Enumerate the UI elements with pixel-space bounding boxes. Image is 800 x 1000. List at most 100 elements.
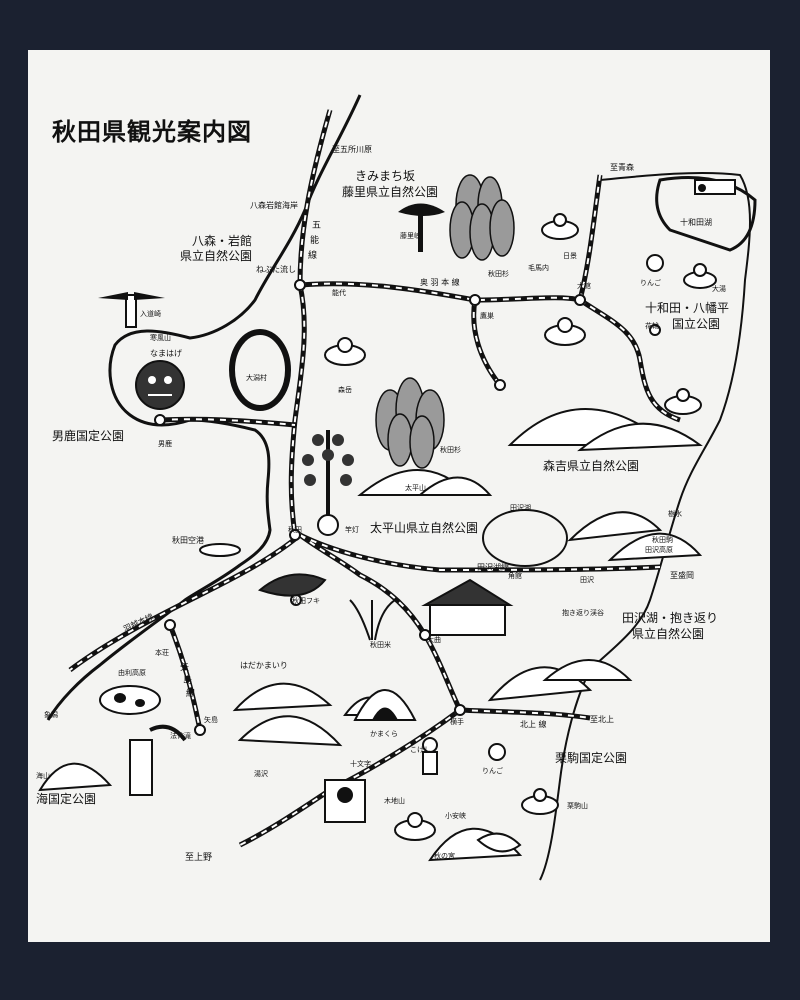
park-hachimori-label-2: 県立自然公園 xyxy=(180,248,252,263)
park-fujisato-label: 藤里県立自然公園 xyxy=(342,184,438,199)
place-label: 大潟村 xyxy=(246,373,267,382)
place-label: 大曲 xyxy=(427,635,441,644)
park-kimimachi-label: きみまち坂 xyxy=(355,169,415,183)
place-label: 奥 羽 本 線 xyxy=(420,277,460,287)
place-label: 象潟 xyxy=(44,710,58,719)
place-label: 湯沢 xyxy=(254,769,268,778)
place-label: 寒風山 xyxy=(150,333,171,342)
place-label: 至五所川原 xyxy=(332,144,372,154)
hills xyxy=(38,408,703,862)
place-label: 田沢高原 xyxy=(645,545,673,554)
place-label: 由利高原 xyxy=(118,668,146,677)
park-hachimori-label: 八森・岩館 xyxy=(192,233,252,248)
place-label: 能代 xyxy=(332,288,346,297)
kokeshi-icon xyxy=(422,737,438,775)
place-label: りんご xyxy=(482,766,503,775)
place-label: 木地山 xyxy=(384,796,405,805)
park-chokai-label: 海国定公園 xyxy=(36,791,96,806)
fish-icon xyxy=(476,832,522,853)
airplane-icon xyxy=(199,543,241,557)
place-label: 秋の宮 xyxy=(434,851,455,860)
place-label: かまくら xyxy=(370,730,398,738)
place-label: 鷹巣 xyxy=(480,311,494,320)
cedar-forest-north xyxy=(449,174,515,261)
park-tazawa-label: 田沢湖・抱き返り xyxy=(622,610,718,625)
park-oga-label: 男鹿国定公園 xyxy=(52,428,124,443)
place-label: 横手 xyxy=(450,717,464,726)
place-label: 十和田湖 xyxy=(680,217,712,227)
place-label: 至上野 xyxy=(185,852,212,863)
place-label: 大館 xyxy=(577,281,591,290)
place-label: 線 xyxy=(186,687,195,699)
place-label: 線 xyxy=(308,249,317,261)
place-label: なまはげ xyxy=(150,349,182,358)
place-label: 太平山 xyxy=(405,483,426,492)
place-label: 八森岩館海岸 xyxy=(250,200,298,210)
place-label: こけし xyxy=(410,746,431,754)
place-label: 秋田米 xyxy=(370,640,391,649)
park-moriyoshi-label: 森吉県立自然公園 xyxy=(543,458,639,473)
place-label: 矢島 xyxy=(204,715,218,724)
place-label: 秋田杉 xyxy=(440,445,461,454)
place-label: 法体滝 xyxy=(170,731,191,740)
map-title: 秋田県観光案内図 xyxy=(52,118,252,146)
coastline xyxy=(46,94,362,721)
park-towada-label-2: 国立公園 xyxy=(672,316,720,331)
ogata-lake xyxy=(229,329,291,411)
park-taiheizan-label: 太平山県立自然公園 xyxy=(370,520,478,535)
place-label: 海山 xyxy=(36,771,50,780)
place-label: 十文字 xyxy=(350,759,371,768)
kamakura-icon xyxy=(353,689,417,721)
place-label: 抱き返り渓谷 xyxy=(562,608,604,617)
place-label: 樹氷 xyxy=(668,509,682,518)
fujisato-tree-icon xyxy=(398,203,445,252)
hot-spring-icon xyxy=(324,213,717,841)
place-label: 本荘 xyxy=(155,648,169,657)
place-label: 毛馬内 xyxy=(528,263,549,272)
kanto-festival-icon xyxy=(302,430,354,536)
place-label: ねぶた流し xyxy=(256,264,296,274)
stations xyxy=(154,279,661,736)
place-label: 秋田杉 xyxy=(488,269,509,278)
portrait-icon xyxy=(324,779,366,823)
cedar-forest-south xyxy=(375,377,445,469)
boat-icon xyxy=(694,179,736,195)
place-label: 島 xyxy=(183,674,192,686)
akita-fuki-icon xyxy=(257,573,327,597)
place-label: 竿灯 xyxy=(345,525,359,534)
place-label: 至盛岡 xyxy=(670,570,694,580)
place-label: 男鹿 xyxy=(158,439,172,448)
namahage-mask-icon xyxy=(135,360,185,410)
place-label: 入道崎 xyxy=(140,309,161,318)
cow-icon xyxy=(99,685,161,715)
place-label: 森岳 xyxy=(338,385,352,394)
tazawa-lake xyxy=(482,509,568,567)
place-label: 日景 xyxy=(563,252,577,260)
place-label: 角館 xyxy=(508,571,522,580)
place-label: 至青森 xyxy=(610,162,634,172)
place-label: 能 xyxy=(310,234,319,246)
farmhouse-icon xyxy=(421,578,514,636)
place-label: はだかまいり xyxy=(240,661,288,670)
place-label: 小安峡 xyxy=(445,811,466,820)
rice-plant-icon xyxy=(349,599,396,641)
place-label: 栗駒山 xyxy=(567,801,588,810)
lighthouse-icon xyxy=(98,292,165,328)
park-tazawa-label-2: 県立自然公園 xyxy=(632,626,704,641)
place-label: 羽越本線 xyxy=(122,611,155,634)
place-label: 秋田フキ xyxy=(292,596,320,605)
place-label: りんご xyxy=(640,278,661,287)
park-towada-label: 十和田・八幡平 xyxy=(645,300,729,315)
place-label: 五 xyxy=(312,221,321,231)
place-label: 北上 線 xyxy=(520,719,547,729)
place-label: 矢 xyxy=(180,661,189,673)
apple-icon xyxy=(488,254,664,761)
place-label: 花輪 xyxy=(645,321,659,330)
place-label: 田沢湖 xyxy=(510,503,531,512)
place-label: 藤里峡 xyxy=(400,231,421,240)
place-label: 大湯 xyxy=(712,284,726,293)
railway-dashes xyxy=(69,109,681,846)
park-kurikoma-label: 栗駒国定公園 xyxy=(555,750,627,765)
